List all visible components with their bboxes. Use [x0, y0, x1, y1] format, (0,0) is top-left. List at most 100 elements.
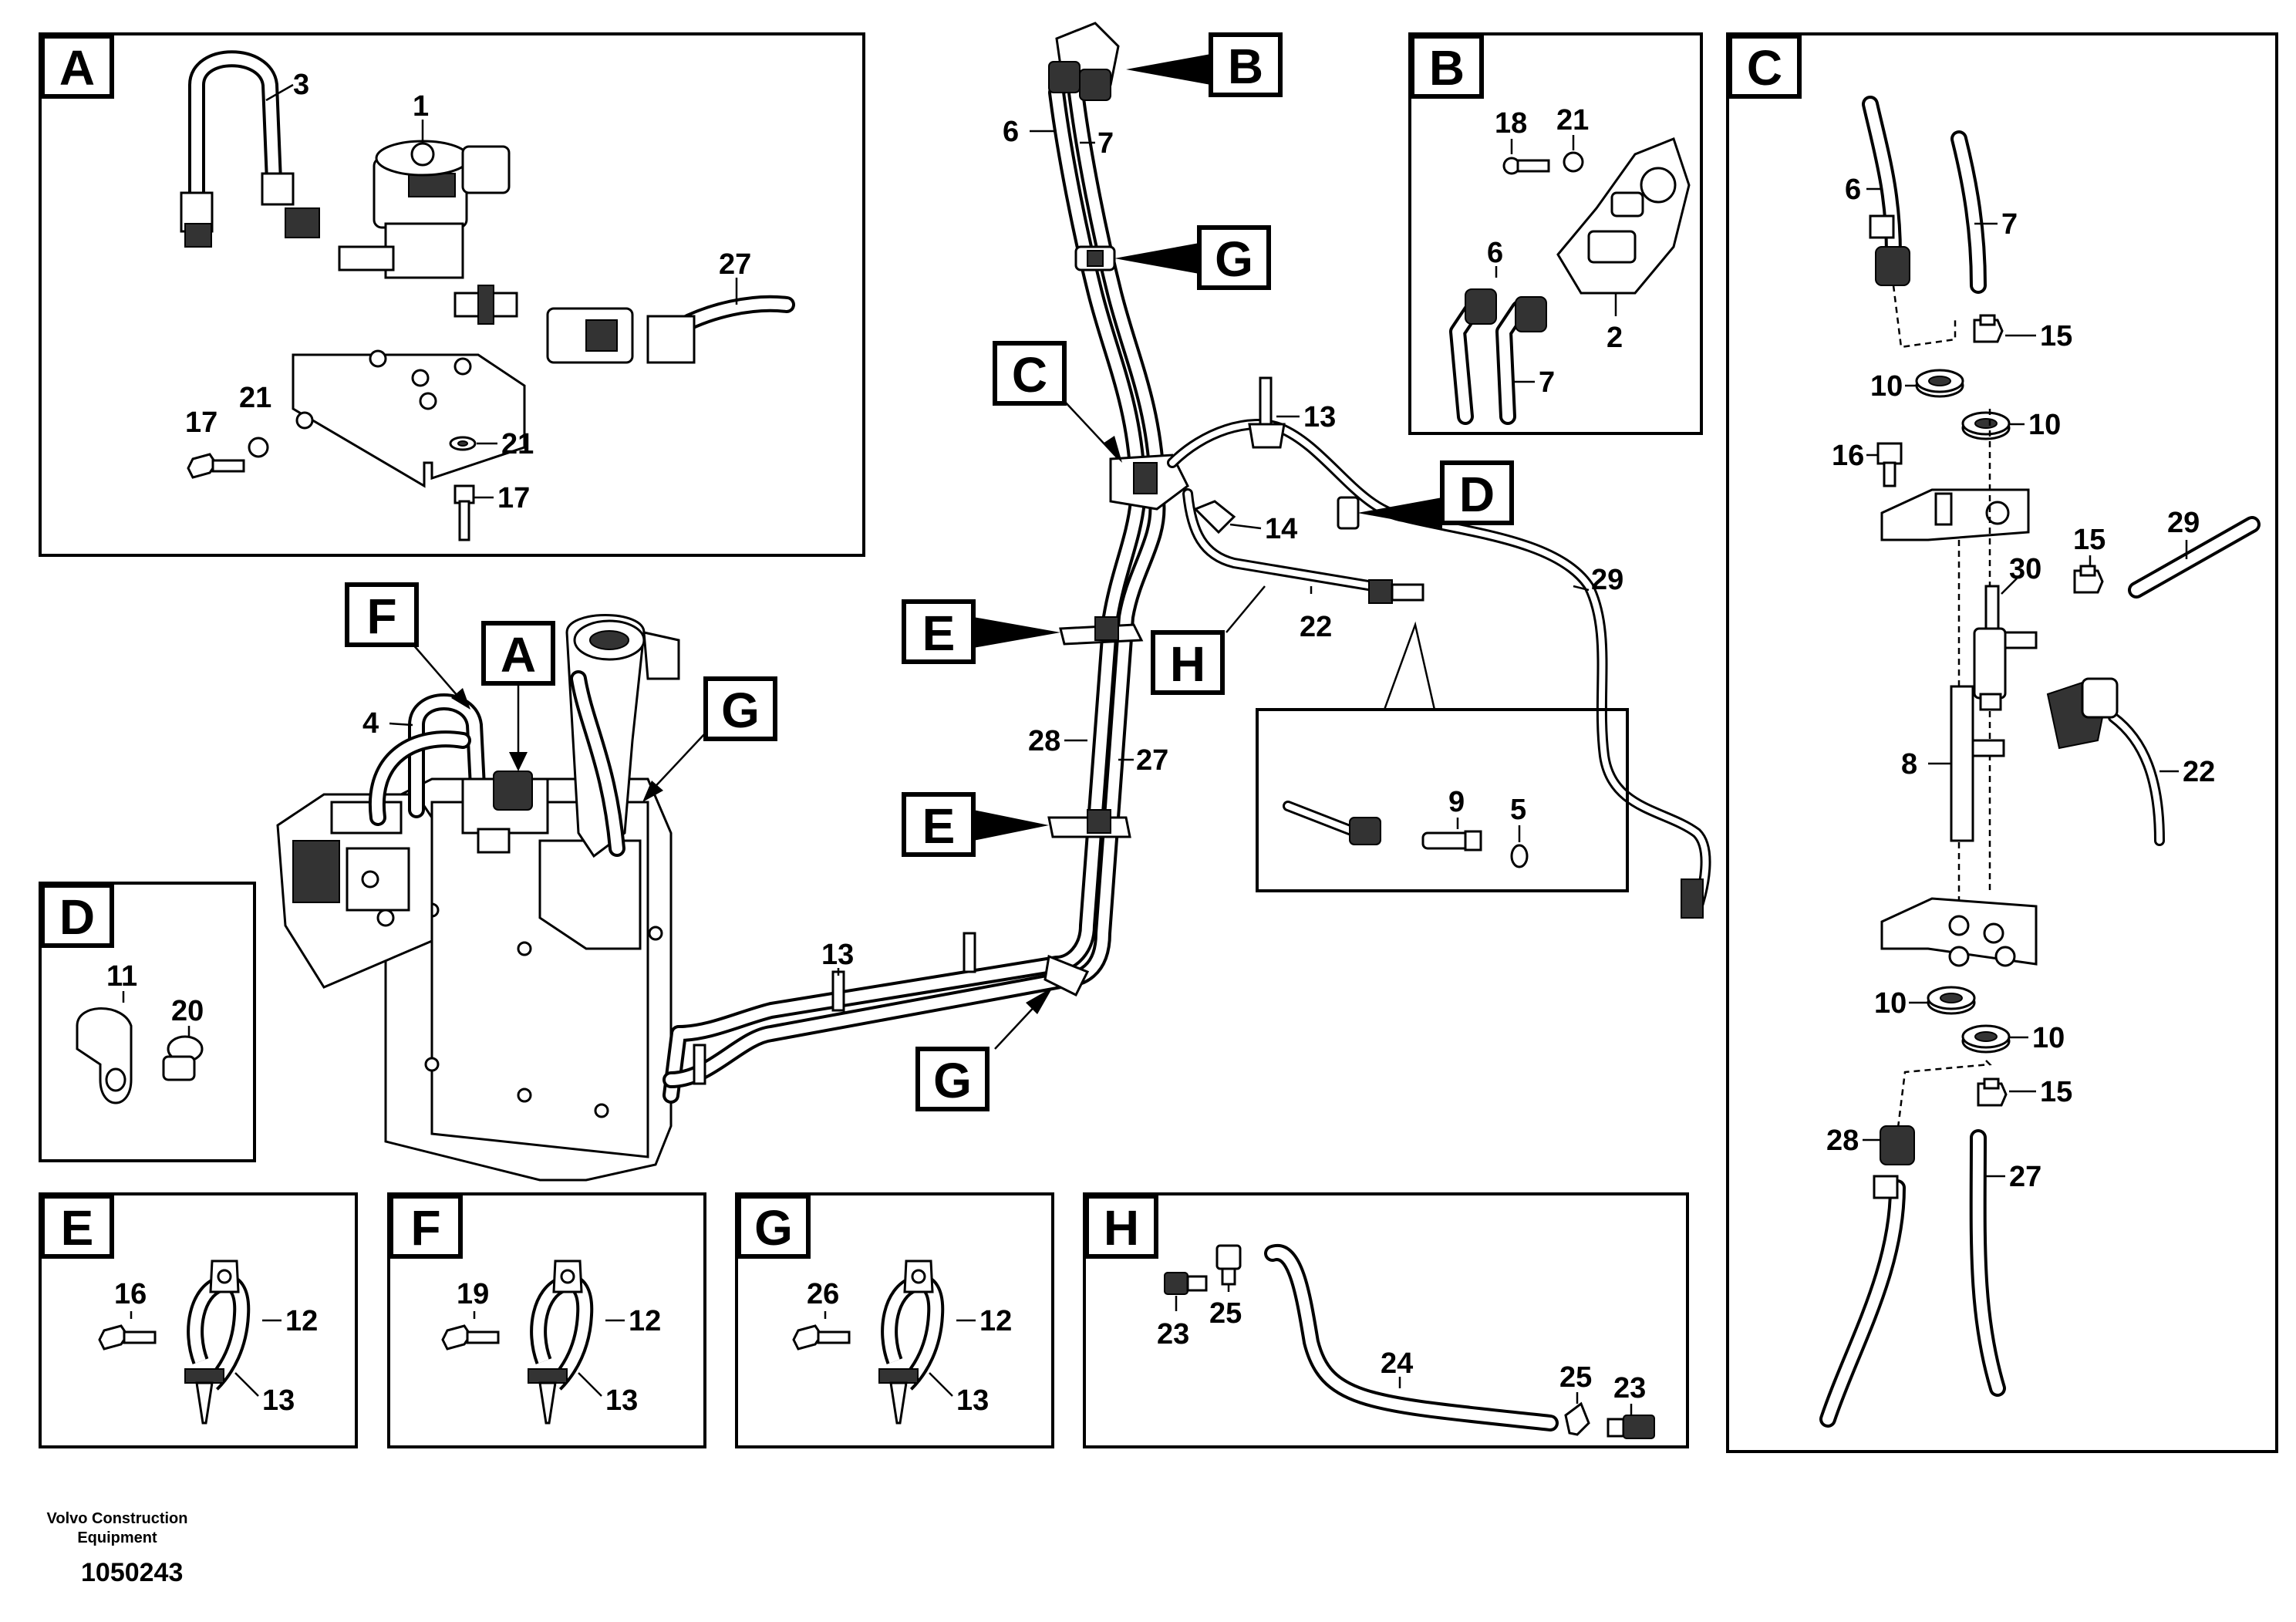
detail-c-label: C — [1728, 34, 1802, 99]
callout-28-main-text: 28 — [1028, 725, 1060, 757]
detail-h-panel: H 23 25 24 — [1083, 1192, 1689, 1448]
detail-a-panel: A — [39, 32, 865, 557]
callout-19-f-text: 19 — [457, 1278, 489, 1310]
bolt-16-e — [98, 1324, 157, 1351]
detail-c-label-text: C — [1747, 40, 1782, 96]
callout-15-c2: 15 — [2073, 524, 2106, 567]
callout-27-a: 27 — [719, 248, 751, 305]
tank — [384, 614, 680, 1182]
callout-19-f: 19 — [457, 1278, 489, 1319]
clamp-e-upper — [1059, 616, 1144, 646]
callout-13-e-text: 13 — [262, 1384, 295, 1417]
pointer-g-lower: G — [915, 987, 1053, 1111]
pointer-b: B — [1126, 32, 1283, 97]
callout-21-b-text: 21 — [1556, 104, 1589, 137]
bolt-17-a — [187, 453, 245, 479]
callout-13-f: 13 — [578, 1372, 638, 1417]
callout-27-c-text: 27 — [2009, 1161, 2041, 1193]
callout-15-c1: 15 — [2005, 320, 2072, 352]
pointer-g-lower-text: G — [933, 1053, 972, 1108]
pointer-d-main: D — [1357, 460, 1514, 528]
callout-28-c: 28 — [1826, 1125, 1880, 1157]
callout-18-text: 18 — [1495, 107, 1527, 140]
detail-f-label-text: F — [410, 1200, 440, 1256]
callout-30-c-text: 30 — [2009, 553, 2041, 585]
callout-10-c4-text: 10 — [2032, 1022, 2065, 1054]
callout-25-h1-text: 25 — [1209, 1297, 1242, 1330]
callout-6-main-text: 6 — [1003, 116, 1019, 148]
callout-27-main-text: 27 — [1136, 744, 1168, 777]
pointer-g-upper-text: G — [1215, 231, 1253, 287]
callout-6-c: 6 — [1845, 174, 1882, 206]
clip-13-lower — [693, 932, 976, 1085]
callout-17-a2-text: 17 — [497, 482, 530, 514]
callout-2-b-text: 2 — [1607, 322, 1623, 354]
callout-7-main-text: 7 — [1097, 127, 1114, 160]
callout-8-c-text: 8 — [1901, 748, 1917, 781]
pointer-g-main: G — [642, 676, 777, 802]
callout-10-c3-text: 10 — [1874, 987, 1907, 1020]
detail-h-label: H — [1084, 1194, 1158, 1259]
detail-f-label: F — [389, 1194, 463, 1259]
bolt-17-b — [453, 484, 475, 541]
clip-13-top — [1248, 376, 1286, 449]
callout-13-top-text: 13 — [1303, 401, 1336, 433]
washer-21-b — [449, 436, 477, 451]
hose-24 — [1264, 1244, 1559, 1431]
callout-4-main: 4 — [362, 707, 413, 740]
callout-17-a1: 17 — [185, 406, 217, 439]
callout-9: 9 — [1448, 786, 1465, 829]
fitting-9 — [1421, 830, 1482, 851]
fitting-8 — [1950, 685, 2005, 842]
callout-21-a1-text: 21 — [239, 382, 271, 414]
clamp-11 — [76, 1007, 133, 1104]
clamp-g-lower — [1043, 954, 1090, 997]
callout-17-a1-text: 17 — [185, 406, 217, 439]
junction-c — [1109, 454, 1189, 511]
callout-7-c-text: 7 — [2001, 208, 2018, 241]
hose-22-c — [2046, 677, 2165, 846]
callout-29-c-text: 29 — [2167, 507, 2200, 539]
callout-10-c2: 10 — [2009, 409, 2061, 441]
pointer-c-main-text: C — [1012, 347, 1047, 403]
callout-14-text: 14 — [1265, 513, 1297, 545]
callout-22-c-text: 22 — [2183, 756, 2215, 788]
callout-10-c1-text: 10 — [1870, 370, 1903, 403]
callout-22-main-text: 22 — [1300, 611, 1332, 643]
detail-g-label-text: G — [754, 1200, 793, 1256]
clamp-d — [1337, 496, 1360, 530]
main-assembly: B G C D E E G H — [276, 22, 1711, 1182]
callout-12-f-text: 12 — [629, 1305, 661, 1337]
hose-22-main — [1182, 488, 1424, 604]
callout-17-a2: 17 — [474, 482, 530, 514]
clip-15-c1 — [1973, 314, 2004, 343]
hose-4 — [368, 693, 487, 826]
pointer-h-main: H — [1151, 585, 1266, 695]
callout-8-c: 8 — [1901, 748, 1951, 781]
washer-21-a — [248, 437, 269, 458]
pump-unit — [276, 793, 433, 989]
pointer-g-upper: G — [1114, 225, 1271, 290]
callout-16-c: 16 — [1832, 440, 1878, 472]
callout-7-main: 7 — [1080, 127, 1114, 160]
grommet-10-c3 — [1927, 986, 1976, 1015]
callout-12-e-text: 12 — [285, 1305, 318, 1337]
callout-15-c1-text: 15 — [2040, 320, 2072, 352]
callout-24-h: 24 — [1381, 1347, 1413, 1388]
callout-22-main: 22 — [1300, 586, 1332, 643]
callout-29-main-text: 29 — [1591, 564, 1623, 596]
bracket-plate-top — [1880, 488, 2030, 541]
callout-13-lower: 13 — [821, 939, 854, 976]
callout-7-b-text: 7 — [1539, 366, 1555, 399]
plug-23-left — [1164, 1272, 1208, 1295]
callout-29-main: 29 — [1573, 564, 1623, 596]
hose-28-c — [1819, 1125, 1915, 1428]
detail-b-label-text: B — [1429, 40, 1465, 96]
nipple-25-left — [1215, 1244, 1242, 1286]
callout-29-c: 29 — [2167, 507, 2200, 559]
callout-25-h1: 25 — [1209, 1284, 1242, 1330]
callout-23-h2-text: 23 — [1613, 1372, 1646, 1404]
callout-12-e: 12 — [262, 1305, 318, 1337]
callout-27-c: 27 — [1986, 1161, 2041, 1193]
manufacturer-line1: Volvo Construction — [47, 1510, 188, 1527]
